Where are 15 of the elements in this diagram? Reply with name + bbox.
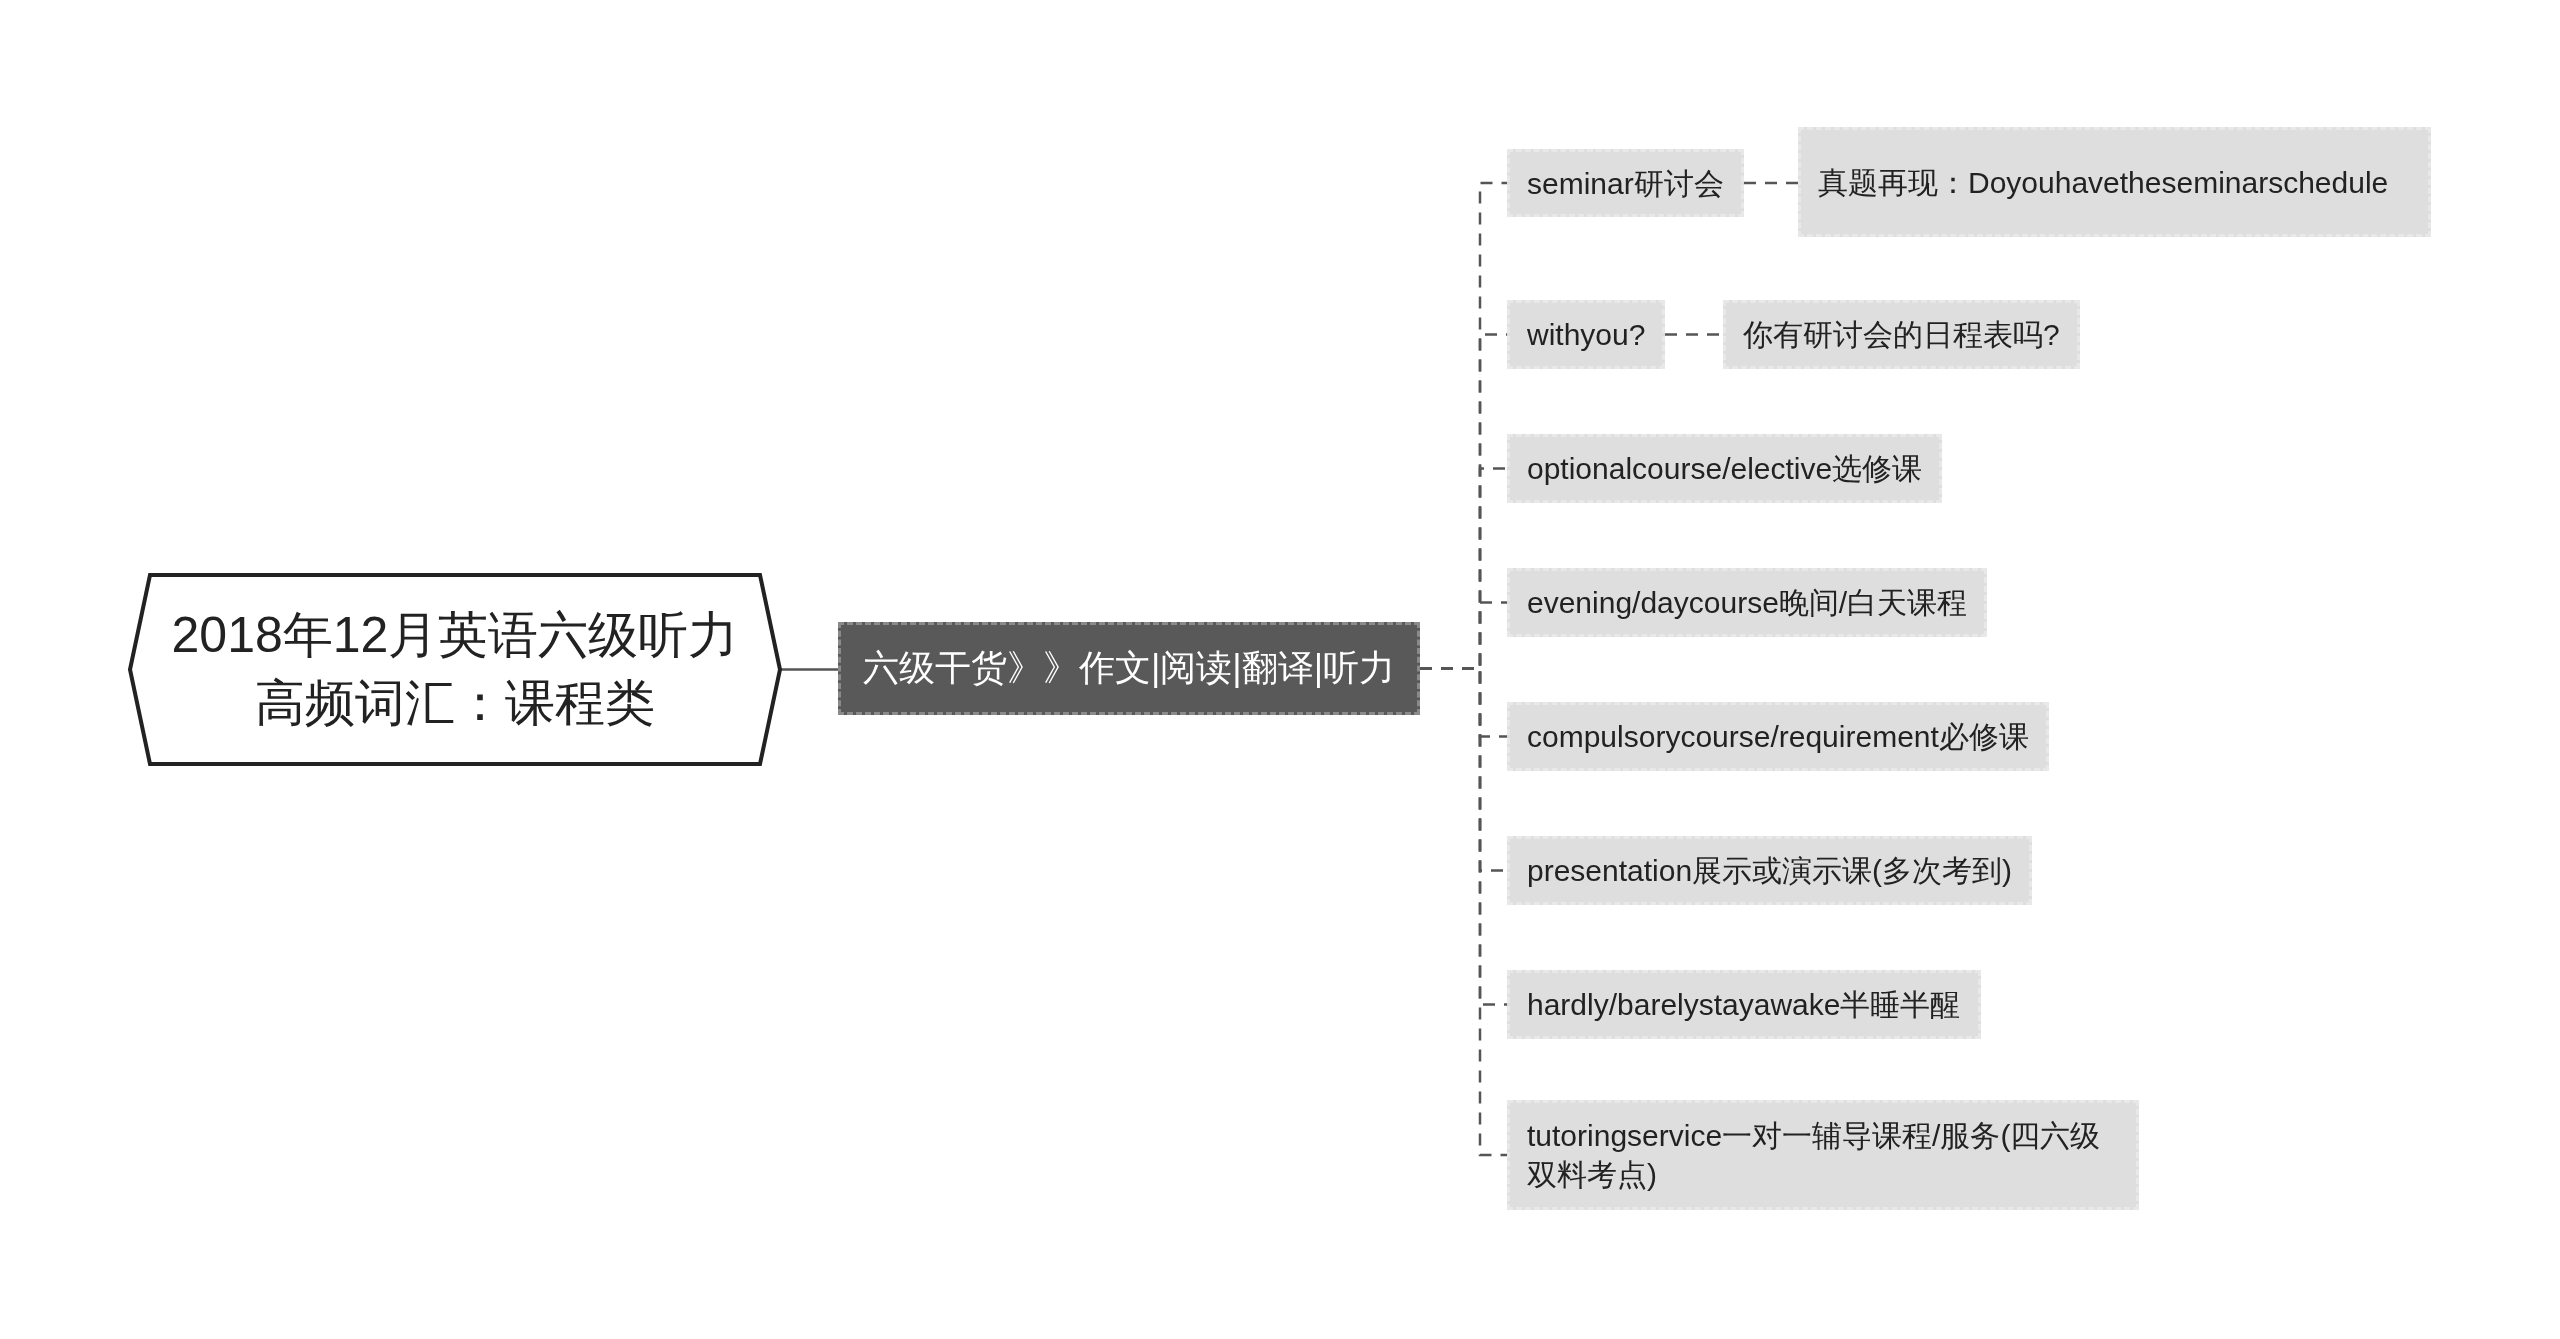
connector-line: [1744, 181, 1798, 185]
topic-box: 真题再现：Doyouhavetheseminarschedule: [1798, 127, 2431, 237]
topic-box: seminar研讨会: [1507, 149, 1744, 217]
hexagon-node: [130, 575, 780, 764]
topic-box: 你有研讨会的日程表吗?: [1723, 300, 2080, 369]
topic-box: withyou?: [1507, 300, 1666, 369]
topic-box: evening/daycourse晚间/白天课程: [1507, 568, 1988, 637]
topic-title: 2018年12月英语六级听力高频词汇：课程类: [170, 606, 740, 733]
topic-box: tutoringservice一对一辅导课程/服务(四六级双料考点): [1507, 1100, 2139, 1210]
connector-line: [780, 668, 838, 671]
topic-box: optionalcourse/elective选修课: [1507, 434, 1943, 503]
topic-box: presentation展示或演示课(多次考到): [1507, 836, 2033, 905]
topic-box: 六级干货》》作文|阅读|翻译|听力: [838, 622, 1421, 715]
topic-box: hardly/barelystayawake半睡半醒: [1507, 970, 1981, 1039]
topic-box: compulsorycourse/requirement必修课: [1507, 702, 2049, 771]
